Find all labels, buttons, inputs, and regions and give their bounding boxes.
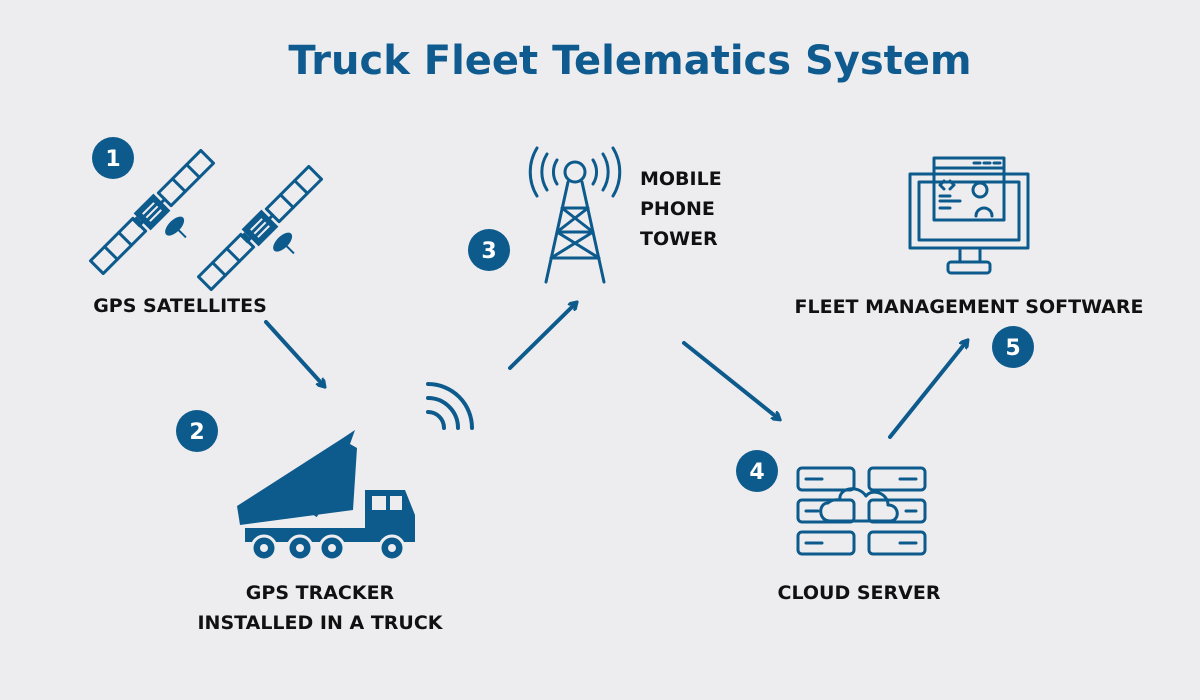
- badge-number: 5: [1005, 336, 1020, 361]
- arrow-satellites-to-truck: [264, 320, 324, 386]
- arrow-tower-to-cloud: [682, 341, 779, 419]
- step-badge-1: 1: [92, 137, 134, 179]
- label-gps-tracker-line1: GPS TRACKER: [246, 582, 395, 604]
- dump-truck-icon: [237, 430, 415, 562]
- step-badge-4: 4: [736, 450, 778, 492]
- monitor-software-icon: [908, 156, 1030, 275]
- step-badge-2: 2: [176, 410, 218, 452]
- badge-number: 4: [749, 460, 764, 485]
- label-gps-satellites: GPS SATELLITES: [93, 295, 267, 317]
- arrow-cloud-to-software: [888, 341, 967, 439]
- label-tower-line2: PHONE: [640, 198, 715, 220]
- badge-number: 3: [481, 239, 496, 264]
- cloud-server-icon: [796, 466, 927, 556]
- badge-number: 2: [189, 420, 204, 445]
- badge-number: 1: [105, 147, 120, 172]
- page-title: Truck Fleet Telematics System: [288, 38, 971, 84]
- step-badge-3: 3: [468, 229, 510, 271]
- label-tower-line3: TOWER: [640, 228, 718, 250]
- label-fleet-management-software: FLEET MANAGEMENT SOFTWARE: [795, 296, 1144, 318]
- arrow-truck-to-tower: [508, 303, 576, 370]
- cell-tower-icon: [528, 146, 622, 284]
- wireless-signal-icon: [426, 382, 474, 430]
- label-cloud-server: CLOUD SERVER: [778, 582, 941, 604]
- label-tower-line1: MOBILE: [640, 168, 722, 190]
- step-badge-5: 5: [992, 326, 1034, 368]
- label-gps-tracker-line2: INSTALLED IN A TRUCK: [197, 612, 443, 634]
